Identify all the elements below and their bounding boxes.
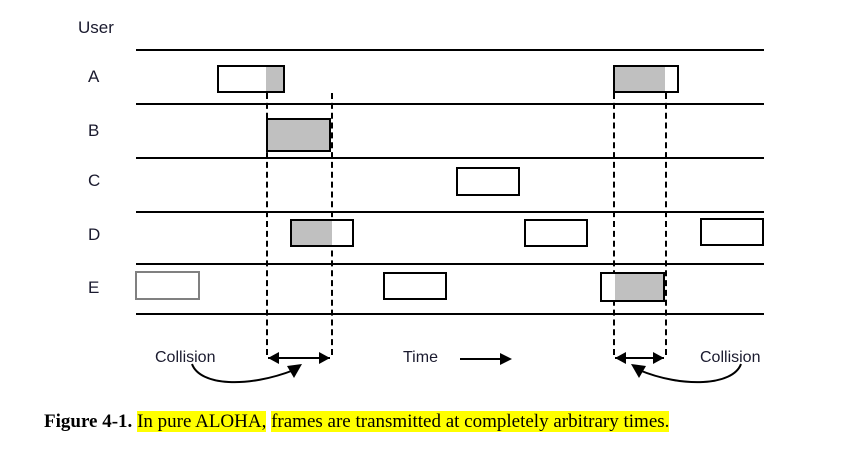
collision-overlap-d-1	[292, 221, 332, 245]
row-label-a: A	[88, 67, 100, 86]
row-label-c: C	[88, 171, 101, 190]
frame-b-1	[266, 118, 331, 152]
frame-e-3	[600, 272, 665, 302]
frame-e-2	[383, 272, 447, 300]
frame-a-1	[217, 65, 285, 93]
frame-c-1	[456, 167, 520, 196]
figure-caption: Figure 4-1. In pure ALOHA, frames are tr…	[44, 409, 824, 435]
collision-callout-curve-left-icon	[191, 363, 302, 384]
collision-callout-curve-right-icon	[631, 363, 742, 384]
caption-figure-number: Figure 4-1.	[44, 411, 133, 432]
time-direction-arrow-icon	[460, 353, 512, 365]
frame-d-3	[700, 218, 764, 246]
row-separator-top	[136, 49, 764, 51]
row-label-b: B	[88, 121, 100, 140]
time-label: Time	[403, 349, 438, 366]
collision-guide-right-end	[665, 93, 667, 355]
collision-span-arrow-right-icon	[615, 352, 664, 364]
row-separator-c-d	[136, 211, 764, 213]
row-separator-a-b	[136, 103, 764, 105]
collision-span-arrow-left-icon	[268, 352, 330, 364]
caption-highlight-1: In pure ALOHA,	[137, 411, 267, 432]
collision-guide-left-start	[266, 93, 268, 355]
row-separator-d-e	[136, 263, 764, 265]
collision-guide-right-start	[613, 93, 615, 355]
frame-e-1	[135, 271, 200, 300]
row-separator-b-c	[136, 157, 764, 159]
caption-highlight-2: frames are transmitted at completely arb…	[271, 411, 670, 432]
frame-d-1	[290, 219, 354, 247]
row-label-d: D	[88, 225, 101, 244]
collision-overlap-a-2	[615, 67, 665, 91]
row-separator-bottom	[136, 313, 764, 315]
axis-label-user: User	[78, 18, 114, 37]
collision-label-right: Collision	[700, 349, 761, 366]
row-label-e: E	[88, 278, 100, 297]
frame-d-2	[524, 219, 588, 247]
collision-label-left: Collision	[155, 349, 216, 366]
collision-overlap-a-1	[266, 67, 283, 91]
frame-a-2	[613, 65, 679, 93]
collision-overlap-e-3	[615, 274, 663, 300]
